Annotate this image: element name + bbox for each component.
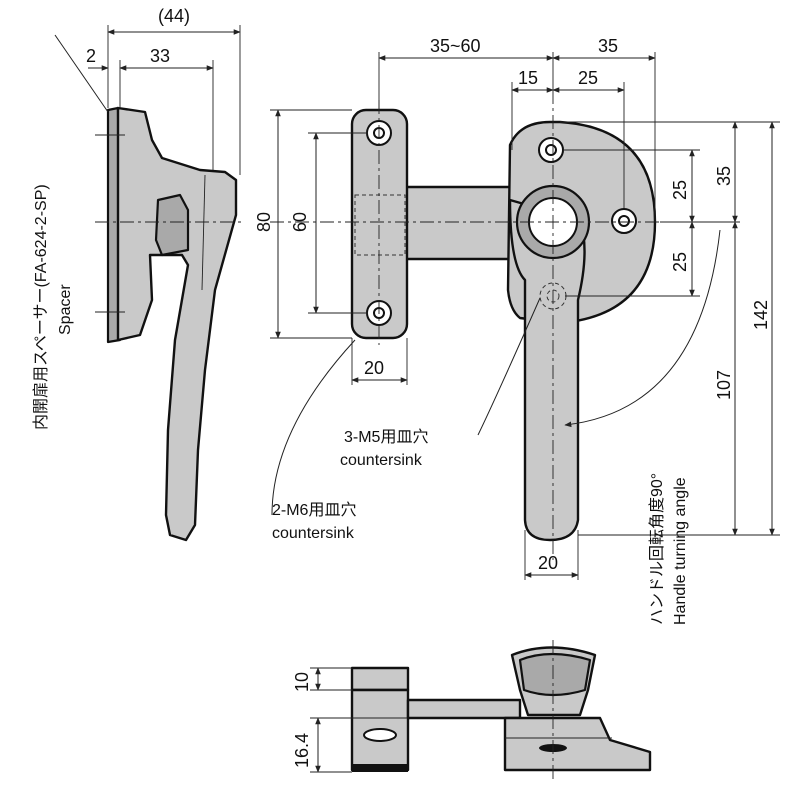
- m5-label-en: countersink: [340, 452, 423, 469]
- dim-80: 80: [254, 212, 274, 232]
- dim-15: 15: [518, 68, 538, 88]
- base-side: [503, 716, 652, 772]
- dim-25-upper: 25: [670, 180, 690, 200]
- bar-side: [406, 698, 522, 720]
- keeper-top: [350, 666, 410, 692]
- spacer-label-en: Spacer: [57, 284, 74, 335]
- left-view-dimensions: (44) 2 33: [54, 6, 241, 175]
- connecting-bar: [403, 185, 522, 261]
- keeper-block: [350, 108, 409, 340]
- dim-60: 60: [290, 212, 310, 232]
- m6-label-jp: 2-M6用皿穴: [272, 501, 356, 519]
- handle-lever: [508, 198, 586, 542]
- turning-label-jp: ハンドル回転角度90°: [648, 473, 666, 625]
- spacer-label-jp: 内開扉用スペーサー(FA-624-2-SP): [32, 184, 50, 430]
- front-view: [270, 90, 660, 560]
- knob-recess: [154, 193, 190, 257]
- m6-label-en: countersink: [272, 525, 355, 542]
- handle-body-side: [116, 106, 238, 542]
- bottom-elevation-dimensions: 10 16.4: [292, 667, 352, 773]
- m5-leader: [477, 297, 541, 436]
- dim-33: 33: [150, 46, 170, 66]
- dim-107: 107: [714, 370, 734, 400]
- dim-20-lever: 20: [538, 553, 558, 573]
- dim-16-4: 16.4: [292, 733, 312, 768]
- dim-35-right: 35: [714, 166, 734, 186]
- turning-label-en: Handle turning angle: [672, 477, 689, 625]
- dim-35-top: 35: [598, 36, 618, 56]
- dim-142: 142: [751, 300, 771, 330]
- side-view-handle: [95, 106, 245, 542]
- bottom-elevation: [350, 640, 652, 780]
- dim-35-60: 35~60: [430, 36, 481, 56]
- m5-label-jp: 3-M5用皿穴: [344, 428, 428, 446]
- m6-leader: [271, 339, 356, 516]
- dim-10: 10: [292, 672, 312, 692]
- dim-2: 2: [86, 46, 96, 66]
- dim-25-top: 25: [578, 68, 598, 88]
- dim-25-lower: 25: [670, 252, 690, 272]
- turning-angle-arc: [564, 229, 721, 428]
- front-view-dimensions: 80 60 20 35~60 35 15 25 25 25: [254, 36, 780, 580]
- dim-44: (44): [158, 6, 190, 26]
- dim-20-keeper: 20: [364, 358, 384, 378]
